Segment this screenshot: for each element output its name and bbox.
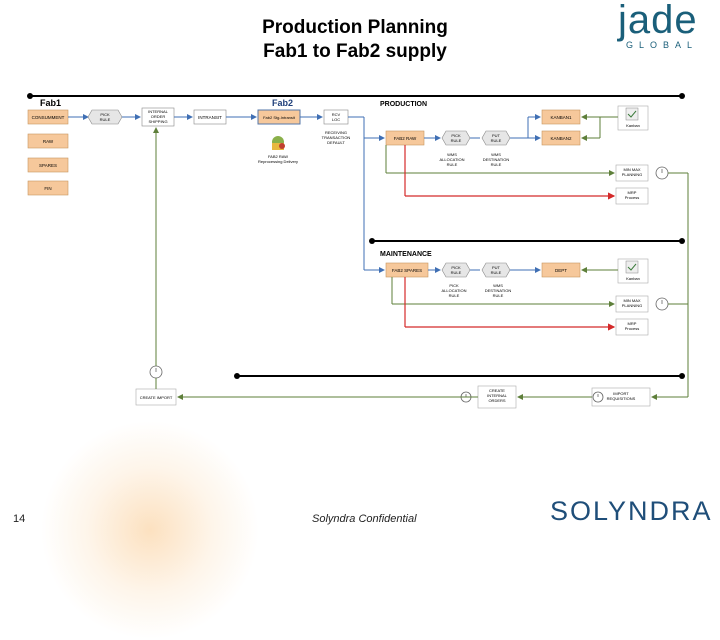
maint-kanban-icon <box>625 260 639 274</box>
maintenance-label: MAINTENANCE <box>380 251 432 258</box>
page-title: Production Planning Fab1 to Fab2 supply <box>190 16 520 64</box>
fab1-box-raw <box>27 133 69 149</box>
maint-dept-box <box>541 262 581 278</box>
fab1-box-label: CONSUMMENT <box>32 115 65 120</box>
title-line-1: Production Planning <box>262 17 448 38</box>
prod-pick-rule-shape <box>441 130 471 146</box>
solyndra-logo-text: SOLYNDRA <box>550 496 713 526</box>
line-endpoint <box>679 373 685 379</box>
fab1-box-label: FIN <box>44 186 51 191</box>
kanban-card-icon <box>625 107 639 121</box>
minmax-planning-box <box>615 164 649 182</box>
fab2-label: Fab2 <box>272 98 293 108</box>
kanban1-label: KANBAN1 <box>550 115 572 120</box>
jade-logo-text: jade <box>618 0 698 42</box>
line-endpoint <box>234 373 240 379</box>
maint-mrp-box <box>615 318 649 336</box>
process-flow-diagram: Fab1 Fab2 PRODUCTION MAINTENANCE CONSUMM… <box>27 93 689 409</box>
fab2-staging-label: Fab2 Stg-Intransit <box>263 115 296 120</box>
title-line-2: Fab1 to Fab2 supply <box>263 41 447 62</box>
kanban-card-label: Kanban <box>626 123 640 128</box>
maint-pick-rule-shape <box>441 262 471 278</box>
maint-spares-label: FAB2 SPARES <box>392 268 422 273</box>
fab1-box-spares <box>27 157 69 173</box>
prod-put-rule-shape <box>481 130 511 146</box>
fab2-raw-label: FAB2 RAW <box>394 136 417 141</box>
fab2-raw-icon <box>272 136 285 150</box>
line-endpoint <box>27 93 33 99</box>
create-import-label: CREATE IMPORT <box>140 395 173 400</box>
mrp-process-box <box>615 187 649 205</box>
fab1-box-label: RAW <box>43 139 54 144</box>
production-label: PRODUCTION <box>380 101 427 108</box>
maint-kanban-label: Kanban <box>626 276 640 281</box>
fab1-label: Fab1 <box>40 98 61 108</box>
kanban2-box <box>541 130 581 146</box>
confidential-notice: Solyndra Confidential <box>312 513 417 525</box>
line-endpoint <box>369 238 375 244</box>
line-endpoint <box>679 93 685 99</box>
jade-global-logo: jade GLOBAL <box>612 0 712 52</box>
pick-rule-shape <box>87 109 123 125</box>
kanban2-label: KANBAN2 <box>550 136 572 141</box>
kanban1-box <box>541 109 581 125</box>
intransit-label: INTRANSIT <box>198 115 222 120</box>
maint-put-rule-shape <box>481 262 511 278</box>
jade-logo-subtext: GLOBAL <box>626 40 699 50</box>
line-endpoint <box>679 238 685 244</box>
fab1-box-label: SPARES <box>39 163 57 168</box>
fab1-box-fin <box>27 180 69 196</box>
page-number: 14 <box>13 513 26 525</box>
maint-minmax-box <box>615 295 649 313</box>
maint-dept-label: DEPT <box>555 268 567 273</box>
solyndra-logo: SOLYNDRA <box>550 492 713 532</box>
